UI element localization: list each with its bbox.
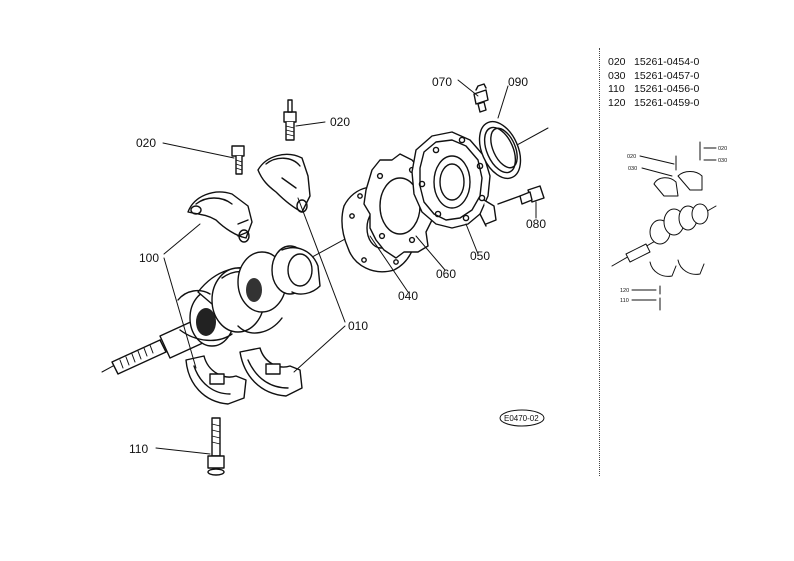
- callout-080: 080: [526, 217, 546, 231]
- callout-010: 010: [348, 319, 368, 333]
- callout-090: 090: [508, 75, 528, 89]
- parts-row: 120 15261-0459-0: [608, 97, 699, 111]
- lower-bearing-cap-right: [239, 347, 303, 397]
- callout-050: 050: [470, 249, 490, 263]
- bolt-070: [473, 83, 489, 113]
- inset-label-030-right: 030: [718, 158, 727, 164]
- callout-100: 100: [139, 251, 159, 265]
- bolt-110: [207, 417, 225, 476]
- parts-number-table: 020 15261-0454-0 030 15261-0457-0 110 15…: [608, 56, 699, 110]
- part-number: 15261-0456-0: [634, 83, 700, 95]
- bearing-cap-left: [187, 191, 253, 243]
- parts-row: 020 15261-0454-0: [608, 56, 699, 70]
- bolt-020-left: [231, 145, 245, 175]
- part-number: 15261-0457-0: [634, 69, 700, 82]
- bearing-cap-right: [257, 153, 311, 213]
- callout-070: 070: [432, 75, 452, 89]
- part-number: 15261-0459-0: [634, 96, 700, 109]
- crankshaft: [111, 245, 321, 375]
- parts-row: 030 15261-0457-0: [608, 70, 699, 84]
- callout-040: 040: [398, 289, 418, 303]
- part-number: 15261-0454-0: [634, 56, 700, 68]
- reference-code: E0470-02: [504, 414, 539, 423]
- bolt-080: [497, 185, 545, 205]
- parts-row: 110 15261-0456-0: [608, 83, 699, 97]
- callout-060: 060: [436, 267, 456, 281]
- inset-label-120: 120: [620, 288, 629, 294]
- oil-seal-090: [478, 120, 522, 180]
- callout-110: 110: [129, 442, 148, 456]
- inset-overview: [611, 141, 717, 311]
- callout-020-left: 020: [136, 136, 156, 150]
- lower-bearing-cap-left: [185, 355, 247, 405]
- column-divider: [599, 48, 600, 476]
- item-number: 110: [608, 83, 625, 95]
- item-number: 120: [608, 96, 626, 109]
- callout-020-right: 020: [330, 115, 350, 129]
- item-number: 020: [608, 56, 626, 68]
- inset-label-110: 110: [620, 298, 629, 304]
- inset-label-030-left: 030: [628, 166, 637, 172]
- seal-housing-050: [411, 131, 497, 229]
- inset-label-020-right: 020: [718, 146, 727, 152]
- inset-label-020-left: 020: [627, 154, 636, 160]
- bolt-020-right: [283, 99, 297, 141]
- item-number: 030: [608, 69, 626, 82]
